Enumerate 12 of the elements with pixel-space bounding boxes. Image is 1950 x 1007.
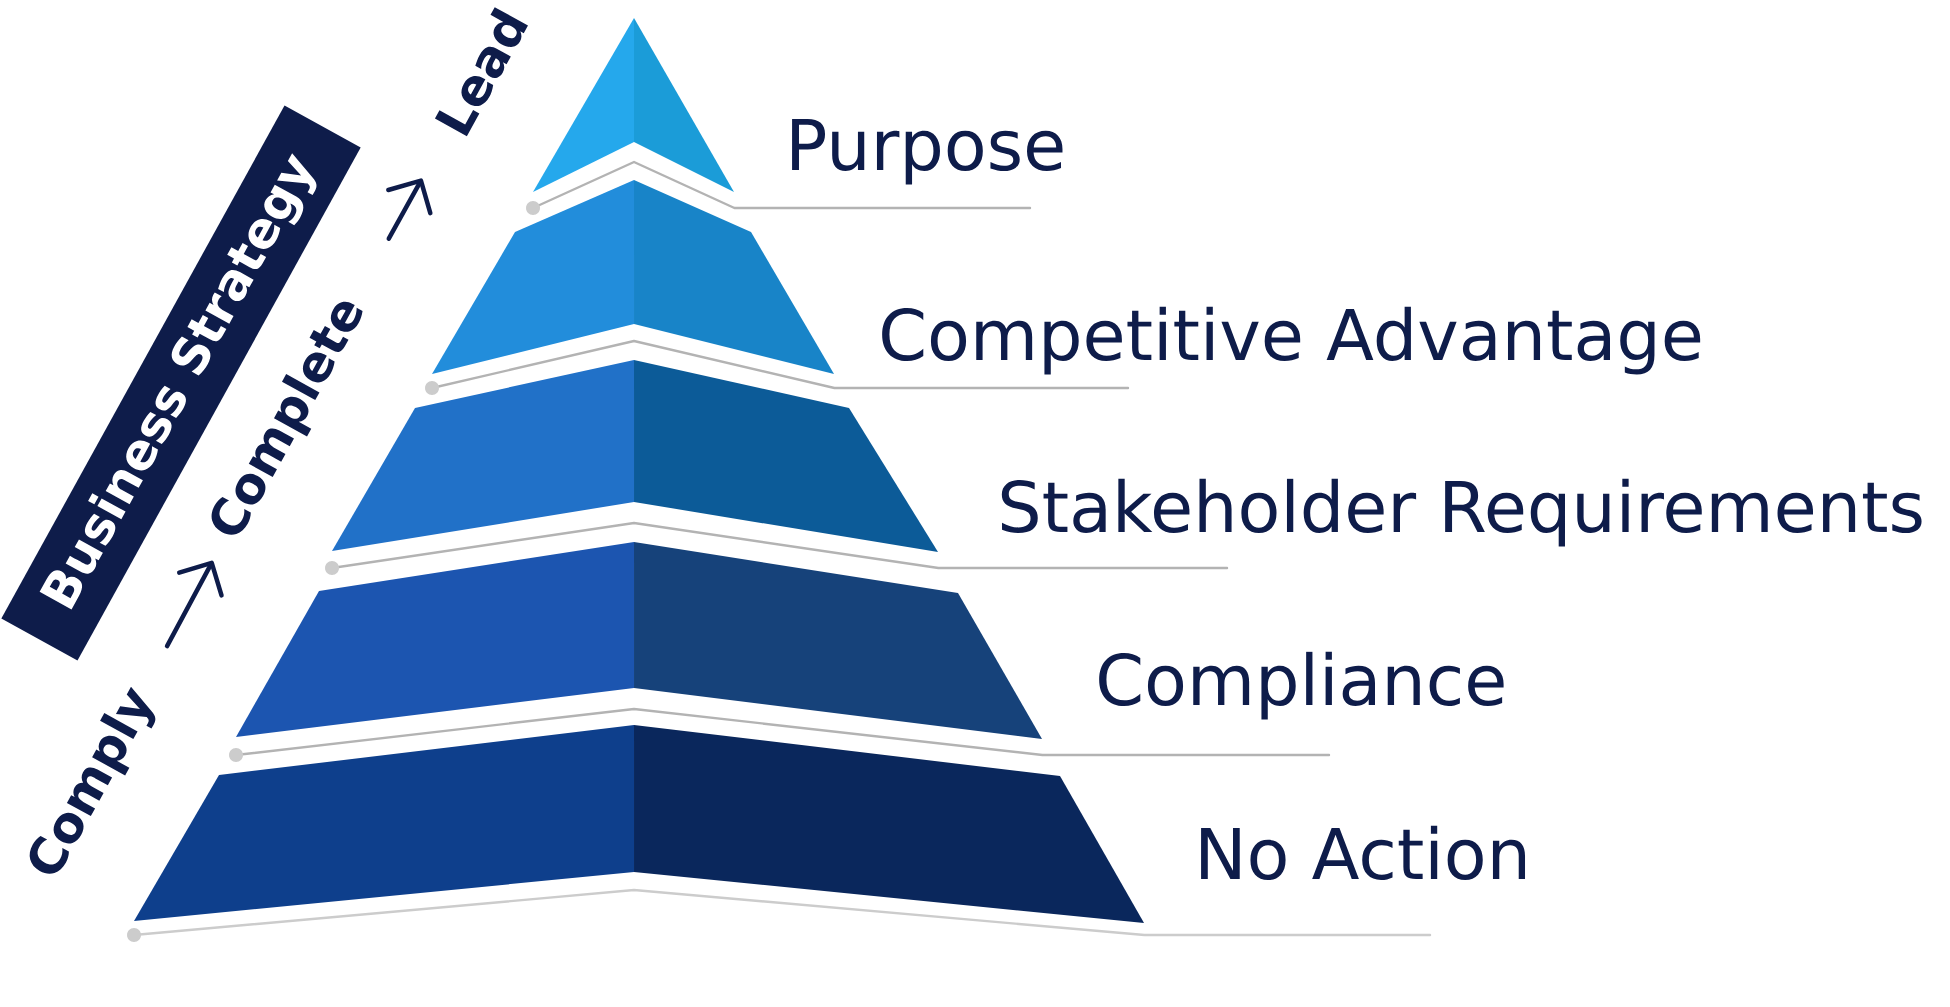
tier-label: No Action <box>1201 825 1525 880</box>
leader-line <box>325 521 1229 575</box>
leader-line <box>229 707 1331 762</box>
leader-line <box>425 339 1130 395</box>
pyramid-tier <box>533 18 734 192</box>
tier-label: Competitive Advantage <box>882 306 1701 375</box>
pyramid-tier <box>236 542 1042 739</box>
leader-line <box>526 160 1032 215</box>
tier-label: Compliance <box>1099 651 1504 720</box>
tier-label: Purpose <box>792 118 1063 185</box>
tier-label: Stakeholder Requirements <box>1001 478 1922 547</box>
leader-line <box>127 888 1432 942</box>
